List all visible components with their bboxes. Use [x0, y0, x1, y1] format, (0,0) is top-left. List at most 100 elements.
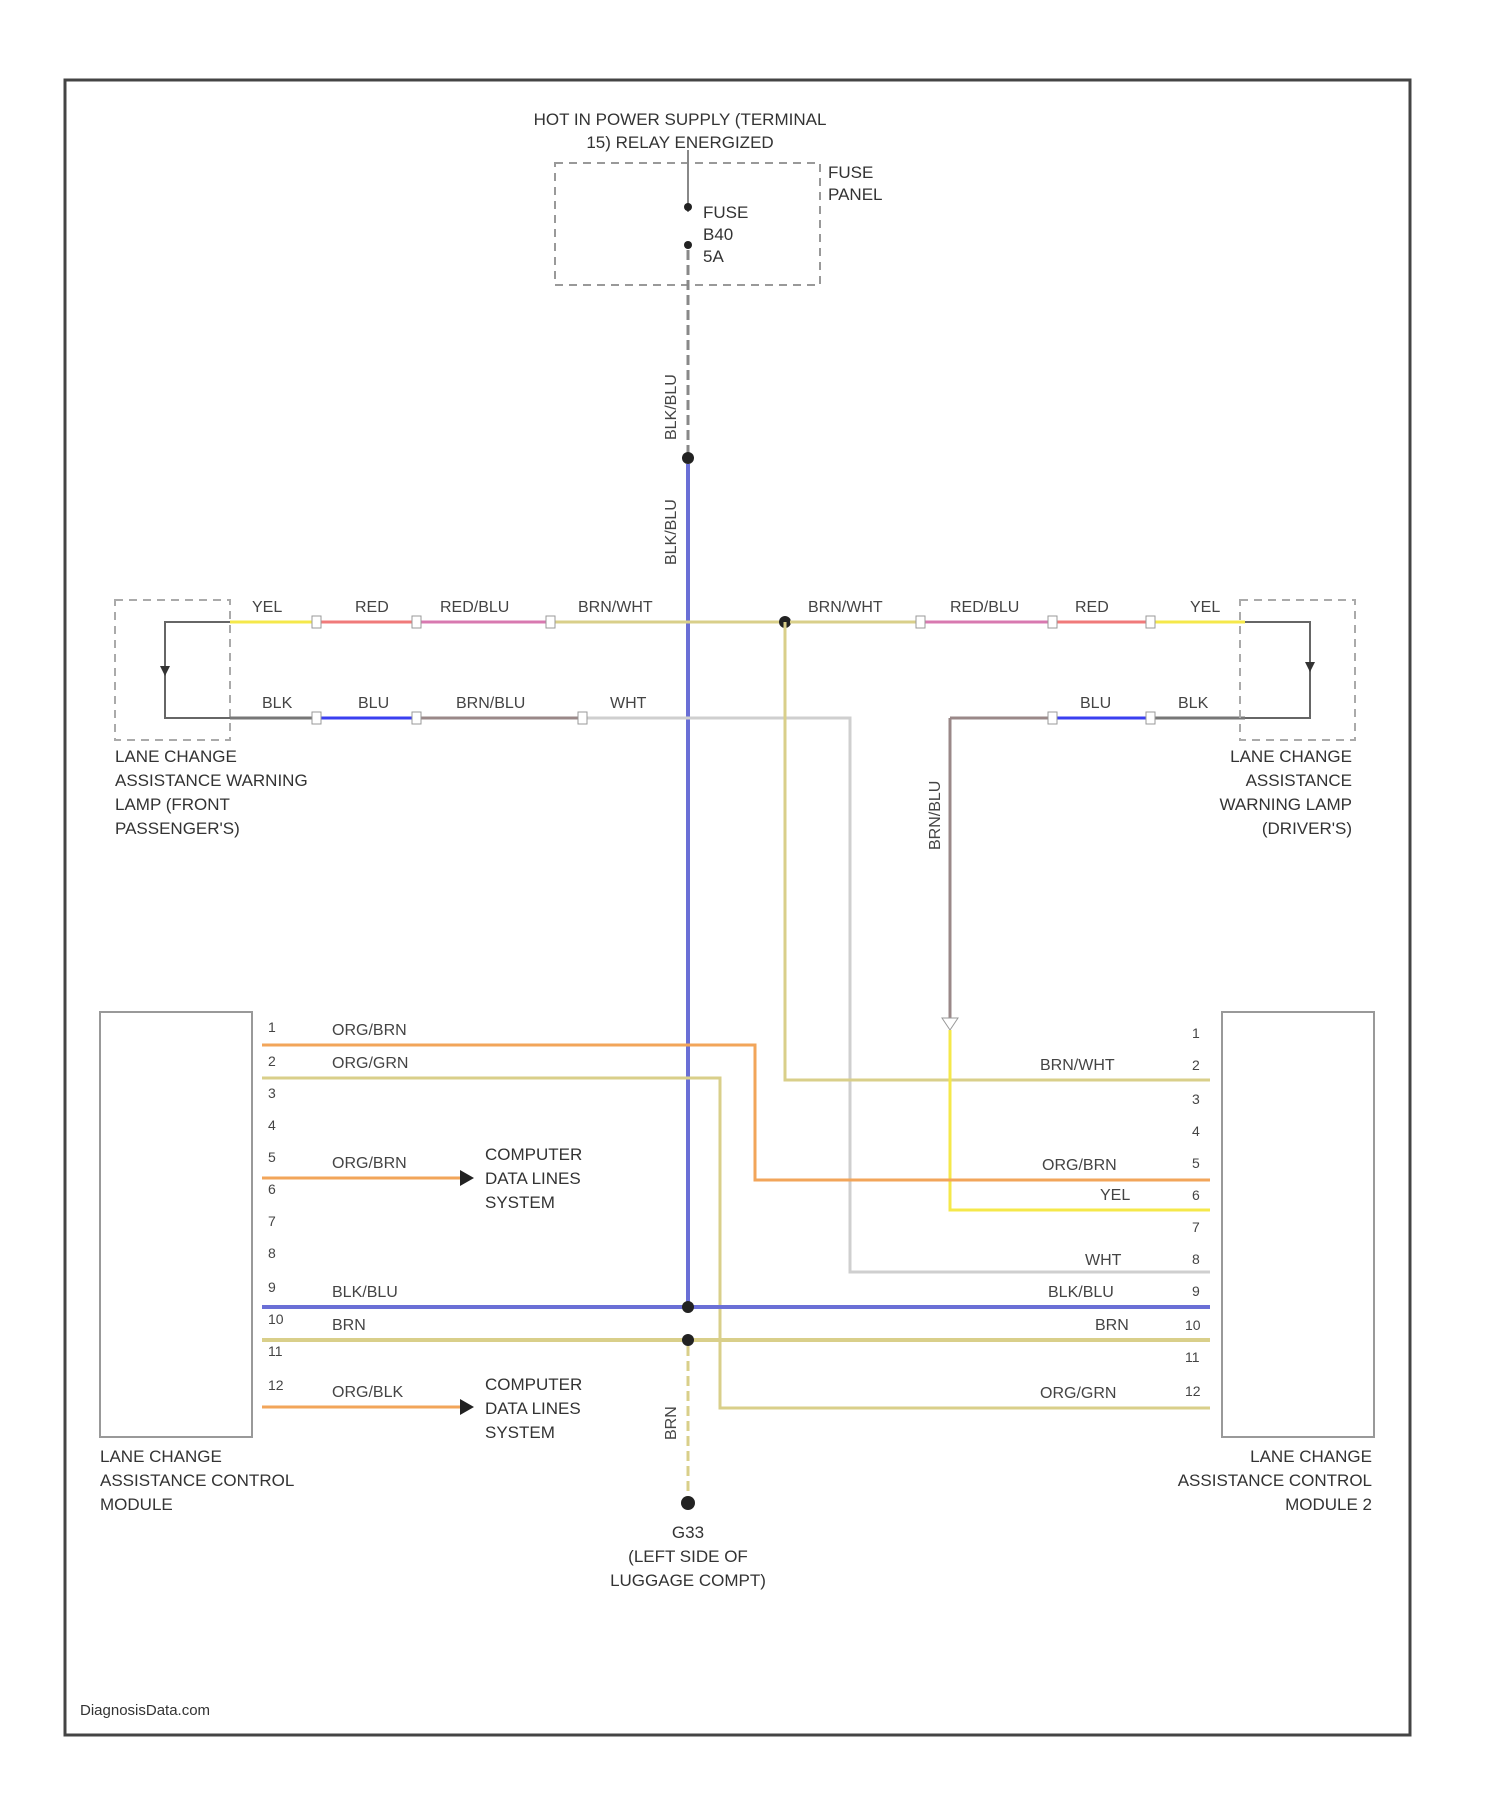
wire-org-grn	[262, 1078, 1210, 1408]
fuse-terminal-bottom	[684, 241, 692, 249]
wire-label-red-blu-left: RED/BLU	[440, 599, 509, 616]
wire-label-red-blu-right: RED/BLU	[950, 599, 1019, 616]
wire-label-org-brn-1: ORG/BRN	[332, 1022, 407, 1039]
pin-right-2: 2	[1192, 1057, 1200, 1073]
wire-label-brn-blu-vertical: BRN/BLU	[927, 781, 944, 850]
wire-label-brn-wht-m2: BRN/WHT	[1040, 1057, 1115, 1074]
cdl-bottom-label-2: DATA LINES	[485, 1399, 581, 1418]
connector	[412, 712, 421, 724]
wire-label-brn-blu-left: BRN/BLU	[456, 695, 525, 712]
wire-label-red-right: RED	[1075, 599, 1109, 616]
supply-label-2: 15) RELAY ENERGIZED	[586, 133, 773, 152]
pin-right-3: 3	[1192, 1091, 1200, 1107]
ground-label-1: G33	[672, 1523, 704, 1542]
module-left-box	[100, 1012, 252, 1437]
pin-right-5: 5	[1192, 1155, 1200, 1171]
module-right-box	[1222, 1012, 1374, 1437]
wire-label-org-grn-m2: ORG/GRN	[1040, 1385, 1116, 1402]
wire-label-blk-left: BLK	[262, 695, 293, 712]
fuse-label-1: FUSE	[703, 203, 748, 222]
cdl-bottom-label-3: SYSTEM	[485, 1423, 555, 1442]
lamp-left-label-1: LANE CHANGE	[115, 747, 237, 766]
pin-left-10: 10	[268, 1311, 284, 1327]
pin-left-6: 6	[268, 1181, 276, 1197]
pin-right-9: 9	[1192, 1283, 1200, 1299]
pin-left-2: 2	[268, 1053, 276, 1069]
wire-label-blu-top: BLK/BLU	[663, 374, 680, 440]
lamp-right-icon	[1305, 662, 1315, 672]
connector	[312, 616, 321, 628]
splice-brn	[682, 1334, 694, 1346]
wire-label-blu-mid: BLK/BLU	[663, 499, 680, 565]
fuse-panel-label-1: FUSE	[828, 163, 873, 182]
lamp-left-label-2: ASSISTANCE WARNING	[115, 771, 308, 790]
connector	[578, 712, 587, 724]
wire-label-brn-left: BRN	[332, 1317, 366, 1334]
ground-label-3: LUGGAGE COMPT)	[610, 1571, 766, 1590]
footer-watermark: DiagnosisData.com	[80, 1702, 210, 1719]
pin-right-1: 1	[1192, 1025, 1200, 1041]
connector	[916, 616, 925, 628]
cdl-arrow-bottom	[460, 1399, 474, 1415]
lamp-right-label-1: LANE CHANGE	[1230, 747, 1352, 766]
fuse-label-2: B40	[703, 225, 733, 244]
lamp-left-label-4: PASSENGER'S)	[115, 819, 240, 838]
connector	[1146, 712, 1155, 724]
connector	[1048, 712, 1057, 724]
wire-label-yel-m2: YEL	[1100, 1187, 1130, 1204]
wire-label-org-brn-5: ORG/BRN	[332, 1155, 407, 1172]
lamp-right-bulb-wire	[1245, 622, 1310, 718]
lamp-left-label-3: LAMP (FRONT	[115, 795, 230, 814]
fuse-panel-label-2: PANEL	[828, 185, 883, 204]
ground-label-2: (LEFT SIDE OF	[628, 1547, 748, 1566]
cdl-arrow-top	[460, 1170, 474, 1186]
pin-right-10: 10	[1185, 1317, 1201, 1333]
pin-left-5: 5	[268, 1149, 276, 1165]
wire-label-brn-wht-left: BRN/WHT	[578, 599, 653, 616]
pin-right-6: 6	[1192, 1187, 1200, 1203]
pin-left-7: 7	[268, 1213, 276, 1229]
fuse-label-3: 5A	[703, 247, 724, 266]
wire-label-brn-wht-right: BRN/WHT	[808, 599, 883, 616]
splice-top	[682, 452, 694, 464]
module-left-label-1: LANE CHANGE	[100, 1447, 222, 1466]
wire-label-wht-top: WHT	[610, 695, 647, 712]
lamp-left-bulb-wire	[165, 622, 230, 718]
lamp-left-icon	[160, 666, 170, 676]
module-left-label-2: ASSISTANCE CONTROL	[100, 1471, 294, 1490]
module-right-label-2: ASSISTANCE CONTROL	[1178, 1471, 1372, 1490]
pin-right-8: 8	[1192, 1251, 1200, 1267]
fuse-terminal-top	[684, 203, 692, 211]
pin-left-8: 8	[268, 1245, 276, 1261]
wire-label-brn-right: BRN	[1095, 1317, 1129, 1334]
wire-label-wht-m2: WHT	[1085, 1252, 1122, 1269]
connector	[1048, 616, 1057, 628]
connector	[312, 712, 321, 724]
supply-label-1: HOT IN POWER SUPPLY (TERMINAL	[534, 110, 827, 129]
pin-left-1: 1	[268, 1019, 276, 1035]
splice-blk-blu	[682, 1301, 694, 1313]
wire-label-brn-ground: BRN	[663, 1406, 680, 1440]
wire-label-yel-left: YEL	[252, 599, 282, 616]
pin-left-9: 9	[268, 1279, 276, 1295]
wire-label-blk-right: BLK	[1178, 695, 1209, 712]
pin-left-3: 3	[268, 1085, 276, 1101]
wire-label-yel-right: YEL	[1190, 599, 1220, 616]
connector	[1146, 616, 1155, 628]
connector	[942, 1018, 958, 1030]
wire-label-red-left: RED	[355, 599, 389, 616]
cdl-top-label-3: SYSTEM	[485, 1193, 555, 1212]
pin-left-11: 11	[268, 1343, 283, 1359]
lamp-right-label-3: WARNING LAMP	[1219, 795, 1352, 814]
pin-right-11: 11	[1185, 1349, 1200, 1365]
pin-right-12: 12	[1185, 1383, 1201, 1399]
lamp-right-label-4: (DRIVER'S)	[1262, 819, 1352, 838]
cdl-top-label-2: DATA LINES	[485, 1169, 581, 1188]
connector	[546, 616, 555, 628]
wire-label-blu-left: BLU	[358, 695, 389, 712]
lamp-right-label-2: ASSISTANCE	[1246, 771, 1352, 790]
pin-left-4: 4	[268, 1117, 276, 1133]
cdl-bottom-label-1: COMPUTER	[485, 1375, 582, 1394]
pin-left-12: 12	[268, 1377, 284, 1393]
